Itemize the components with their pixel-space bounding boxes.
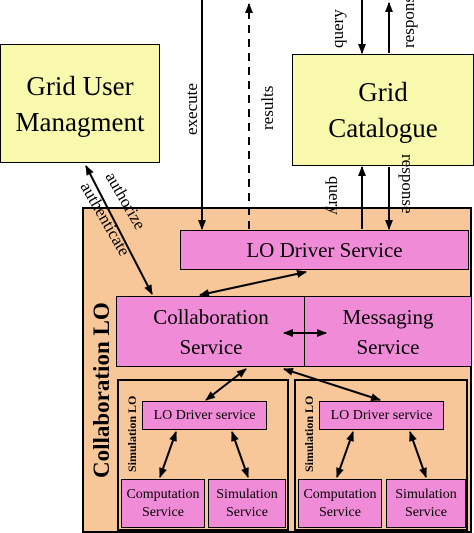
sim2-simulation-line1: Simulation (395, 486, 457, 502)
collaboration-service-line1: Collaboration (153, 304, 269, 329)
simulation-lo-1-container (117, 379, 289, 531)
top-response-label: response (399, 0, 418, 48)
grid-catalogue-line1: Grid (358, 77, 408, 107)
simulation-lo-2-simulation-box: Simulation Service (386, 479, 466, 528)
sim1-simulation-line1: Simulation (216, 486, 278, 502)
sim2-computation-line1: Computation (303, 486, 377, 502)
grid-catalogue-box: Grid Catalogue (292, 54, 474, 166)
sim2-driver-simulation-arrow (409, 431, 427, 478)
bottom-query-label: query (325, 176, 344, 215)
grid-user-line1: Grid User (26, 70, 134, 101)
collab-sim2-arrow (283, 367, 381, 402)
simulation-lo-1-computation-box: Computation Service (121, 479, 205, 528)
lo-driver-service-label: LO Driver Service (246, 237, 403, 262)
messaging-service-line2: Service (356, 334, 420, 359)
results-label: results (258, 86, 277, 130)
grid-user-management-box: Grid User Managment (0, 44, 160, 163)
sim1-computation-line1: Computation (126, 486, 200, 502)
simulation-lo-2-driver-box: LO Driver service (319, 401, 444, 430)
bottom-response-label: response (398, 154, 417, 213)
grid-user-line2: Managment (15, 106, 145, 137)
top-query-label: query (328, 9, 347, 48)
lo-driver-service-box: LO Driver Service (180, 230, 469, 270)
messaging-service-line1: Messaging (342, 304, 434, 329)
auth-arrow (85, 165, 153, 295)
simulation-lo-1-simulation-box: Simulation Service (208, 479, 286, 528)
sim2-computation-line2: Service (319, 504, 361, 520)
simulation-lo-2-computation-box: Computation Service (298, 479, 382, 528)
sim2-driver-computation-arrow (336, 431, 354, 478)
driver-collab-arrow (199, 269, 307, 298)
grid-catalogue-line2: Catalogue (328, 113, 438, 143)
sim2-simulation-line2: Service (405, 504, 447, 520)
simulation-lo-2-container (294, 379, 468, 531)
sim1-driver-computation-arrow (159, 431, 177, 478)
collaboration-service-line2: Service (179, 334, 243, 359)
sim1-computation-line2: Service (142, 504, 184, 520)
simulation-lo-1-driver-label: LO Driver service (153, 407, 256, 423)
simulation-lo-2-driver-label: LO Driver service (330, 407, 433, 423)
collaboration-service-box: Collaboration Service (116, 296, 306, 367)
simulation-lo-1-driver-box: LO Driver service (142, 401, 267, 430)
simulation-lo-1-title: Simulation LO (125, 396, 139, 472)
collab-sim1-arrow (205, 368, 247, 401)
sim1-driver-simulation-arrow (231, 431, 249, 478)
sim1-simulation-line2: Service (226, 504, 268, 520)
execute-label: execute (182, 83, 201, 135)
simulation-lo-2-title: Simulation LO (302, 396, 316, 472)
collaboration-lo-title: Collaboration LO (89, 302, 114, 478)
